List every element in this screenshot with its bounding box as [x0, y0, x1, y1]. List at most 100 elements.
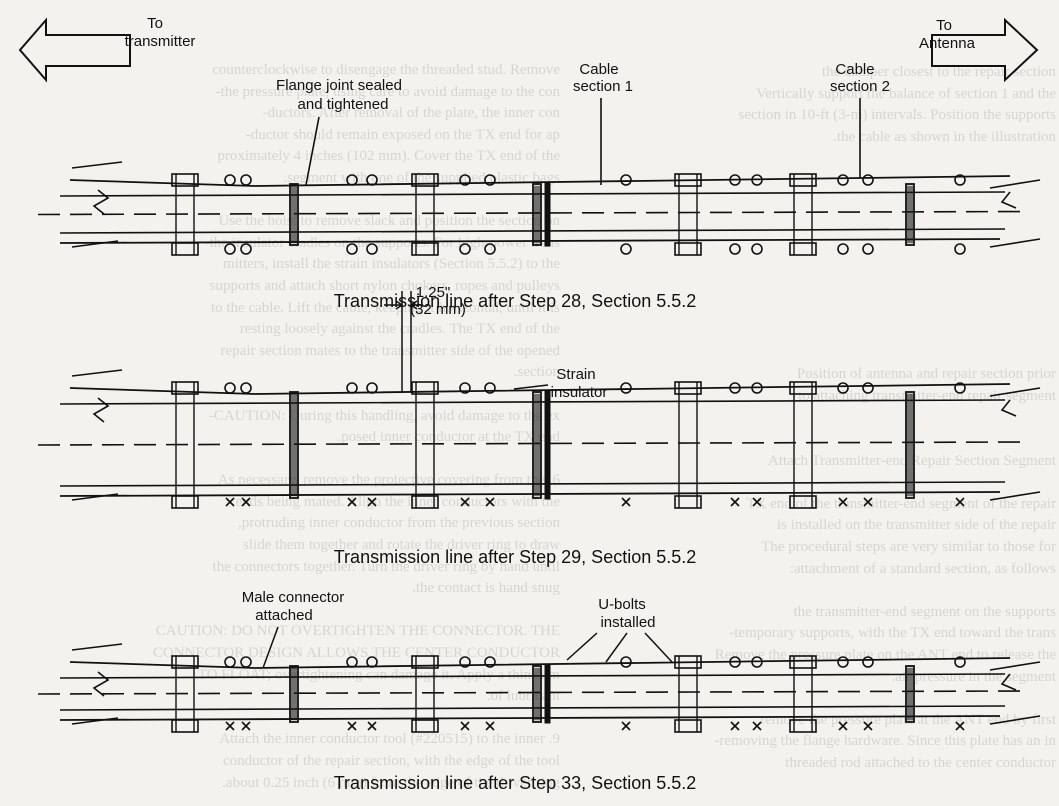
spacer-bottom-1 [225, 721, 235, 731]
damper-top-9 [751, 174, 763, 186]
outer-conductor-top [69, 175, 1011, 187]
spacer-bottom-12 [955, 497, 965, 507]
damper-bottom-7 [620, 243, 632, 255]
spacer-bottom-10 [838, 721, 848, 731]
damper-top-6 [484, 656, 496, 668]
damper-top-1 [224, 382, 236, 394]
flange-7 [905, 665, 915, 723]
flange-joint-label-line2: and tightened [298, 96, 389, 113]
u-bolts-label-line1: U-bolts [598, 596, 646, 613]
damper-top-1 [224, 656, 236, 668]
to-antenna-arrow [931, 17, 1039, 83]
spacer-bottom-2 [241, 497, 251, 507]
spacer-bottom-6 [485, 721, 495, 731]
flange-joint-leader [305, 116, 320, 186]
flange-7 [905, 183, 915, 246]
spacer-bottom-12 [955, 721, 965, 731]
transmission-line-step-29 [37, 369, 1041, 509]
male-connector-leader [262, 626, 279, 669]
damper-top-7 [620, 382, 632, 394]
damper-top-2 [240, 382, 252, 394]
damper-top-12 [954, 174, 966, 186]
damper-bottom-9 [751, 243, 763, 255]
spacer-bottom-2 [241, 721, 251, 731]
caption-step-33: Transmission line after Step 33, Section… [334, 773, 697, 793]
damper-top-8 [729, 174, 741, 186]
strain-insulator-label-line2: insulator [551, 384, 608, 401]
spacer-bottom-3 [347, 721, 357, 731]
cable-section-2-label-line1: Cable [835, 61, 874, 78]
damper-top-8 [729, 382, 741, 394]
damper-top-9 [751, 382, 763, 394]
damper-top-7 [620, 656, 632, 668]
flange-6 [789, 381, 817, 509]
break-mark-left [71, 643, 123, 725]
break-mark-left [71, 369, 123, 501]
flange-6 [789, 655, 817, 733]
damper-bottom-5 [459, 243, 471, 255]
spacer-bottom-7 [621, 497, 631, 507]
flange-3 [411, 173, 439, 256]
to-transmitter-label-line2: transmitter [125, 33, 196, 50]
damper-top-6 [484, 174, 496, 186]
spacer-bottom-1 [225, 497, 235, 507]
damper-bottom-10 [837, 243, 849, 255]
cable-section-1-label-line1: Cable [579, 61, 618, 78]
dimension-label-line2: (32 mm) [410, 301, 466, 318]
outer-conductor-bottom [59, 491, 1001, 497]
spacer-bottom-6 [485, 497, 495, 507]
dimension-label-line1: 1.25" [416, 284, 451, 301]
flange-3 [411, 381, 439, 509]
damper-top-3 [346, 382, 358, 394]
spacer-bottom-9 [752, 497, 762, 507]
damper-bottom-4 [366, 243, 378, 255]
damper-top-5 [459, 382, 471, 394]
damper-top-5 [459, 656, 471, 668]
damper-top-3 [346, 656, 358, 668]
cable-section-2-label-line2: section 2 [830, 78, 890, 95]
flange-4 [532, 665, 542, 723]
break-mark-left [71, 161, 123, 248]
joint-seal [544, 182, 551, 247]
to-transmitter-label-line1: To [147, 15, 163, 32]
strain-insulator-label-line1: Strain [556, 366, 595, 383]
caption-step-28: Transmission line after Step 28, Section… [334, 291, 697, 311]
spacer-bottom-8 [730, 497, 740, 507]
spacer-bottom-5 [460, 497, 470, 507]
damper-top-3 [346, 174, 358, 186]
flange-2 [289, 183, 299, 246]
damper-top-6 [484, 382, 496, 394]
flange-7 [905, 391, 915, 499]
flange-joint-label-line1: Flange joint sealed [276, 77, 402, 94]
center-conductor [37, 210, 1031, 216]
damper-top-1 [224, 174, 236, 186]
spacer-bottom-10 [838, 497, 848, 507]
damper-top-11 [862, 656, 874, 668]
damper-bottom-11 [862, 243, 874, 255]
damper-top-10 [837, 174, 849, 186]
damper-top-7 [620, 174, 632, 186]
spacer-bottom-11 [863, 721, 873, 731]
center-conductor [37, 690, 1031, 695]
damper-bottom-6 [484, 243, 496, 255]
damper-bottom-3 [346, 243, 358, 255]
male-connector-label-line1: Male connector [242, 589, 345, 606]
damper-bottom-2 [240, 243, 252, 255]
cable-section-1-label-line2: section 1 [573, 78, 633, 95]
joint-seal [544, 390, 551, 500]
damper-top-2 [240, 174, 252, 186]
u-bolts-label-line2: installed [600, 614, 655, 631]
damper-top-10 [837, 382, 849, 394]
outer-conductor-bottom [59, 715, 1001, 721]
flange-6 [789, 173, 817, 256]
flange-2 [289, 665, 299, 723]
damper-top-11 [862, 382, 874, 394]
spacer-bottom-11 [863, 497, 873, 507]
caption-step-29: Transmission line after Step 29, Section… [334, 547, 697, 567]
damper-top-11 [862, 174, 874, 186]
flange-1 [171, 381, 199, 509]
to-antenna-label-line1: To [936, 17, 952, 34]
outer-conductor-top [69, 383, 1011, 395]
